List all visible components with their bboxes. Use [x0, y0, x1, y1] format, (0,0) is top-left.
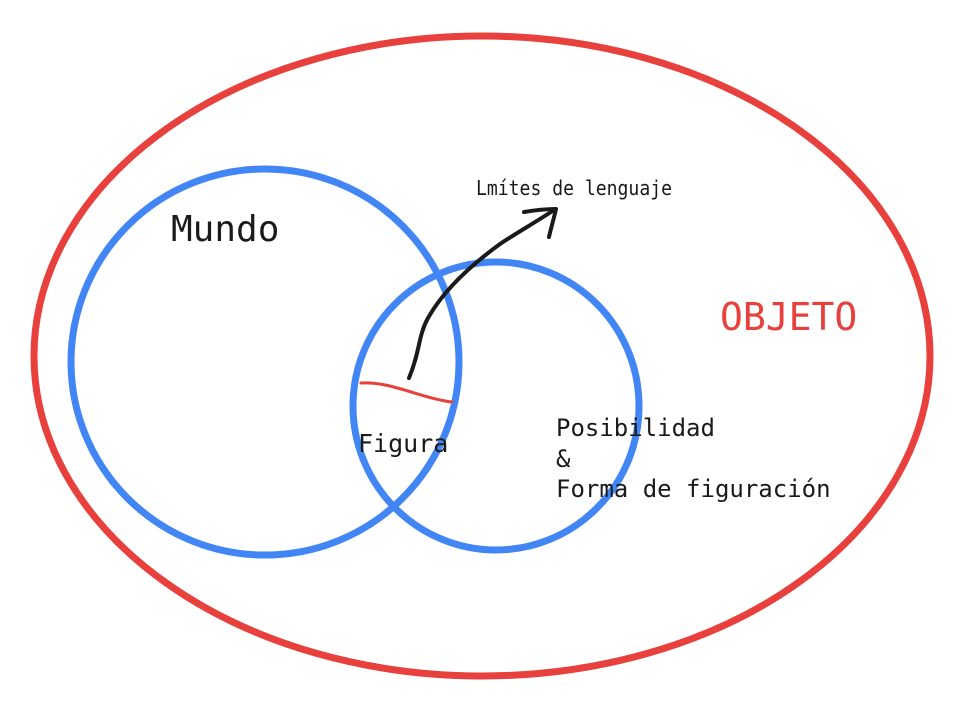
mundo-label: Mundo	[171, 209, 279, 250]
figura-divider-line	[359, 381, 454, 404]
posibilidad-label-line2: &	[556, 445, 571, 473]
objeto-label: OBJETO	[720, 295, 857, 339]
posibilidad-label-line3: Forma de figuración	[556, 475, 831, 503]
limites-label: Lmítes de lenguaje	[476, 176, 672, 200]
figura-label: Figura	[358, 429, 448, 458]
limites-arrow-line	[407, 208, 556, 380]
objeto-ellipse	[30, 32, 934, 680]
mundo-circle	[67, 165, 463, 559]
posibilidad-circle	[349, 258, 643, 554]
posibilidad-label-line1: Posibilidad	[556, 414, 715, 442]
limites-arrow-head	[522, 207, 558, 239]
